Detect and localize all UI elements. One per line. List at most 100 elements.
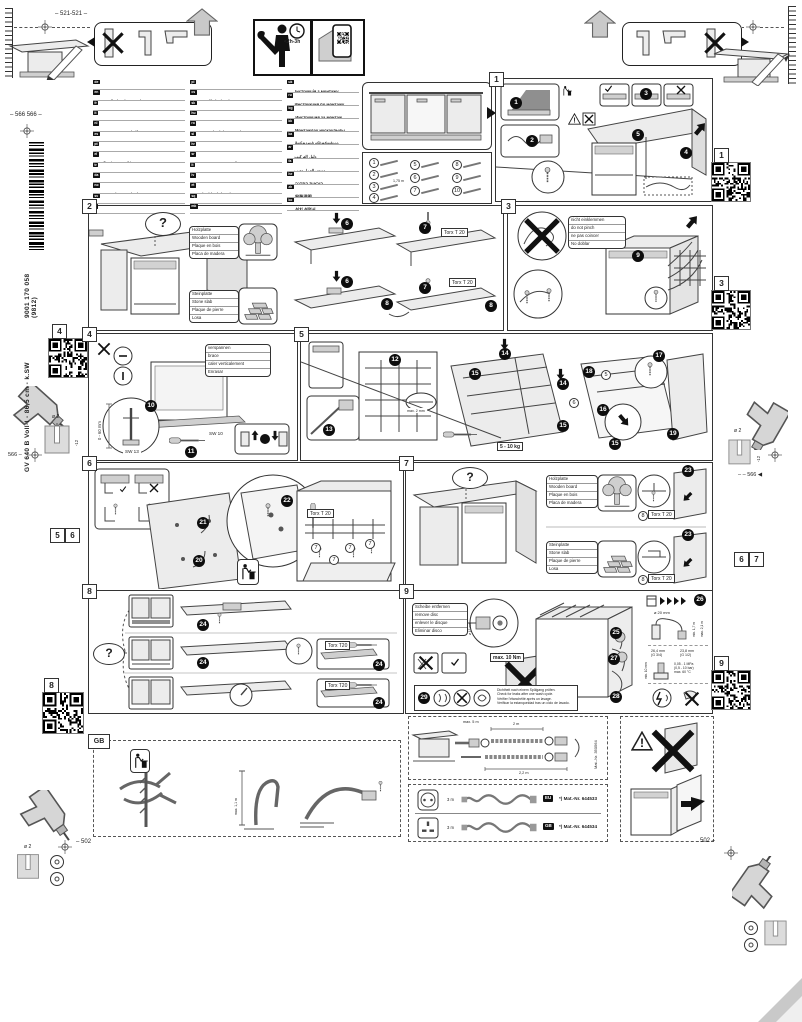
- step-20: 20: [193, 555, 205, 567]
- drill-diameter-label: ø 2: [734, 428, 742, 434]
- leak-check-box: 29 Dichtheit nach einem Spülgang prüfen.…: [414, 685, 578, 711]
- step-8b: 8: [485, 300, 497, 312]
- stone-icon: [597, 540, 637, 578]
- arrow-up-icon: [584, 10, 616, 38]
- section-1: 1 1 2 3 4 5: [489, 72, 713, 202]
- step-24b: 24: [197, 657, 209, 669]
- cord-length: 3 m: [445, 824, 456, 831]
- leak-check-icons: [433, 689, 491, 707]
- step-6b: 6: [341, 276, 353, 288]
- standpipe-hose-icon: [239, 770, 280, 830]
- language-title: Инструкция по монтажу: [294, 102, 345, 107]
- language-entry-da: daMonteringsvejledning*Kan fås via Servi…: [93, 173, 185, 184]
- qr-tag-8: 8: [44, 678, 59, 693]
- step-24c: 24: [373, 659, 385, 671]
- step-3: 3: [640, 88, 652, 100]
- language-code-badge: lv: [190, 173, 196, 178]
- qr-tag-4: 4: [52, 324, 67, 339]
- crosshair-icon: [768, 448, 782, 462]
- section-4-tag: 4: [82, 327, 97, 342]
- gb-drain-box: max. 1,1 m: [93, 740, 401, 837]
- hose-extension-box: max. 5 m 2 m 2,2 m Mat.-Nr. 350564: [408, 716, 608, 780]
- torx-label: Torx T20: [325, 641, 351, 651]
- dispose-icon-box: [130, 749, 150, 773]
- washer-icons: [50, 855, 64, 886]
- step-1: 1: [510, 97, 522, 109]
- pilot-hole-diagram: [17, 854, 39, 879]
- hose-length-label: 1,75 m: [393, 179, 404, 183]
- phone-qr-icon: [318, 24, 352, 62]
- barcode: [29, 142, 44, 250]
- language-entry-bg: bgИнструкция за монтаж*Получава се от се…: [287, 106, 359, 120]
- language-code-badge: ko: [287, 197, 294, 203]
- qr-code-3: [711, 290, 751, 330]
- dim-label-bottom-right: 502 –: [700, 838, 716, 844]
- step-29: 29: [418, 692, 430, 704]
- divider: [648, 683, 708, 684]
- socket-eu-icon: [417, 789, 439, 811]
- language-code-badge: kk: [287, 119, 294, 124]
- language-entry-kk: kkМонтаждау нұсқаулығы*Сервистік қызметт…: [287, 119, 359, 133]
- language-code-badge: ar: [287, 145, 293, 150]
- language-list-column-2: plInstrukcja montażu*Do uzyskania w punk…: [190, 80, 282, 215]
- language-title: Montavimo instrukcija: [196, 172, 240, 173]
- cord-icon: [461, 794, 537, 805]
- ext-l1-label: 2 m: [511, 721, 522, 727]
- step-15: 15: [469, 368, 481, 380]
- section-5-tag: 5: [294, 327, 309, 342]
- language-entry-fa: faدستورالعمل نصب*قابل تهیه از خدمات مشتر…: [287, 158, 359, 172]
- language-entry-sl: slNavodila za montažo*Na voljo pri servi…: [190, 131, 282, 143]
- stone-icon: [238, 287, 278, 325]
- language-code-badge: el: [93, 152, 99, 157]
- part-icon: [380, 171, 398, 179]
- language-entry-sq: sqUdhëzime montimi*Merret në shërbimin e…: [190, 193, 282, 205]
- language-code-badge: et: [190, 183, 196, 188]
- language-entry-mk: mkУпатство за монтажа*Достапно кај серви…: [190, 204, 282, 215]
- language-entry-he: heהוראות התקנה*ניתן להשיג בשירות הלקוחות: [287, 171, 359, 185]
- washer-icons: [744, 921, 758, 952]
- language-code-badge: tr: [93, 162, 99, 168]
- step-4: 4: [680, 147, 692, 159]
- crosshair-icon: [746, 20, 760, 34]
- part-ref-7: 7: [311, 543, 321, 553]
- part-icon: [463, 187, 481, 195]
- section-5: 5 max. 2 mm 5 - 10 kg 5 6 12 13 14 14 15…: [294, 327, 713, 461]
- torx-label: Torx T 20: [307, 509, 334, 519]
- fold-tag-right-6: 6: [734, 552, 749, 567]
- language-entry-zh: zh安装说明*可向客户服务部门索取: [287, 184, 359, 198]
- part-number-9: 9: [452, 173, 462, 183]
- fold-tag-5: 5: [50, 528, 65, 543]
- language-title: Monteringsanvisning: [101, 203, 143, 204]
- language-title: Uputstvo za montažu: [197, 161, 239, 162]
- drill-diameter-label: ø 2: [52, 414, 60, 420]
- part-icon: [380, 159, 398, 167]
- language-code-badge: nl: [93, 121, 99, 126]
- language-entry-et: etPaigaldusjuhend*Saadaval klienditeenin…: [190, 183, 282, 194]
- language-list-column-1: deMontageanleitung*über Kundendienst erh…: [93, 80, 185, 215]
- language-code-badge: he: [287, 171, 294, 177]
- drill-depth-label: -12: [74, 439, 79, 446]
- step-15c: 15: [609, 438, 621, 450]
- socket-uk-icon: [417, 817, 439, 839]
- language-entry-it: itIstruzioni per il montaggio*Disponibil…: [93, 111, 185, 122]
- step-8: 8: [381, 298, 393, 310]
- qr-tag-9: 9: [714, 656, 729, 671]
- gap-label: max. 2 mm: [405, 408, 427, 414]
- qr-tag-3: 3: [714, 276, 729, 291]
- gb-diagram: [119, 770, 383, 830]
- language-code-badge: mk: [190, 204, 198, 209]
- doc-number-vertical: 9001 170 058 (9812): [24, 273, 38, 318]
- language-title: Navodila za montažo: [197, 141, 238, 142]
- product-code-vertical: GV 640 B Voll-I - 86,5 cm - k.SW: [24, 362, 31, 472]
- step-26: 26: [694, 594, 706, 606]
- question-cloud: ?: [145, 212, 181, 236]
- language-entry-hu: huSzerelési útmutató*A vevőszolgálatnál …: [190, 111, 282, 122]
- language-code-badge: lt: [190, 162, 195, 168]
- sw10-label: SW 10: [207, 430, 225, 437]
- part-icon: [421, 174, 439, 182]
- part-number-7: 7: [410, 186, 420, 196]
